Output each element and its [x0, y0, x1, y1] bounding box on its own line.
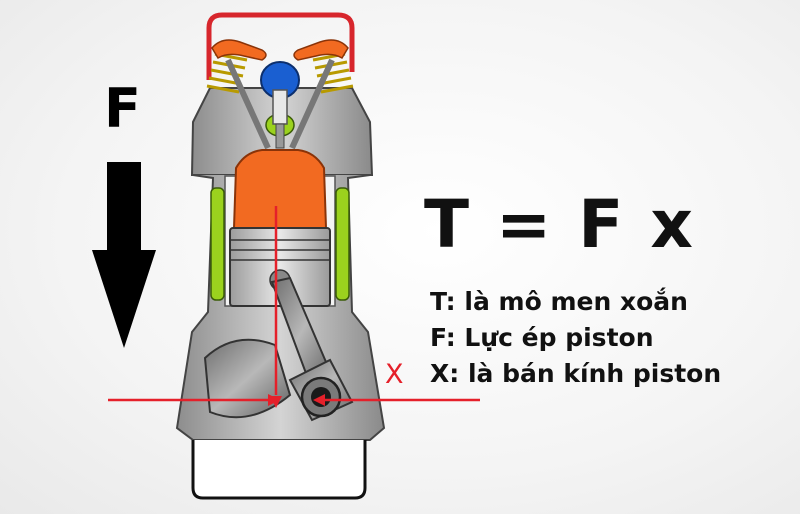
legend-torque: T: là mô men xoắn: [430, 287, 688, 316]
force-arrow: [92, 162, 156, 348]
force-label: F: [104, 77, 141, 140]
torque-formula: T = F x: [424, 186, 695, 263]
valvetrain: [206, 39, 354, 150]
coolant-jacket-left: [210, 187, 225, 301]
combustion-chamber: [232, 149, 328, 229]
force-lines: [108, 206, 480, 408]
legend: T: là mô men xoắn F: Lực ép piston X: là…: [430, 284, 721, 392]
legend-radius: X: là bán kính piston: [430, 359, 722, 388]
coolant-jacket-right: [335, 187, 350, 301]
ignition-wire: [206, 12, 355, 80]
radius-marker: X: [385, 359, 404, 390]
spark-plug: [260, 61, 300, 149]
legend-force: F: Lực ép piston: [430, 323, 654, 352]
